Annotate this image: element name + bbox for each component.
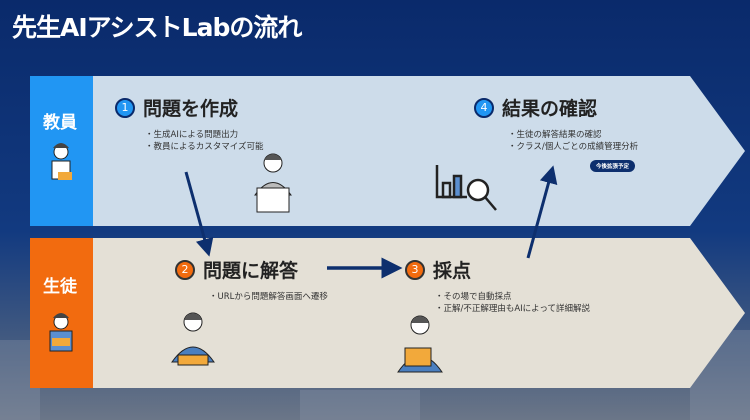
step-bullet: ・URLから問題解答画面へ遷移 xyxy=(209,292,328,302)
student-row-label: 生徒 xyxy=(43,277,77,297)
arrow-1-to-2 xyxy=(184,171,214,257)
teacher-laptop-icon xyxy=(254,153,292,213)
chart-magnifier-icon xyxy=(435,165,497,211)
step-title: 問題に解答 xyxy=(203,260,299,282)
step-title: 問題を作成 xyxy=(143,98,239,120)
step-3: 3 採点 ・その場で自動採点・正解/不正解理由もAIによって詳細解説 xyxy=(405,256,590,315)
step-bullet: ・生徒の解答結果の確認 xyxy=(508,130,602,140)
arrow-3-to-4 xyxy=(526,165,558,259)
page-title: 先生AIアシストLabの流れ xyxy=(12,13,302,42)
teacher-band xyxy=(30,76,745,226)
student-tablet-icon-2 xyxy=(397,315,443,373)
step-2: 2 問題に解答 ・URLから問題解答画面へ遷移 xyxy=(175,256,328,303)
step-bullet: ・その場で自動採点 xyxy=(435,292,512,302)
step-bullet: ・生成AIによる問題出力 xyxy=(145,130,239,140)
future-expansion-badge: 今後拡張予定 xyxy=(590,160,636,172)
teacher-row-label: 教員 xyxy=(43,113,77,133)
step-title: 結果の確認 xyxy=(502,98,598,120)
student-band xyxy=(30,238,745,388)
step-4: 4 結果の確認 ・生徒の解答結果の確認・クラス/個人ごとの成績管理分析 xyxy=(474,94,638,153)
step-number-badge: 1 xyxy=(115,97,135,118)
step-title: 採点 xyxy=(433,260,472,282)
step-bullet: ・正解/不正解理由もAIによって詳細解説 xyxy=(435,304,591,314)
student-figure-icon xyxy=(49,313,73,352)
step-number-badge: 3 xyxy=(405,259,425,280)
student-label-box xyxy=(30,238,93,388)
step-number-badge: 4 xyxy=(474,97,494,118)
student-tablet-icon-1 xyxy=(171,312,215,366)
step-bullet: ・教員によるカスタマイズ可能 xyxy=(145,142,264,152)
step-bullet: ・クラス/個人ごとの成績管理分析 xyxy=(508,142,639,152)
step-1: 1 問題を作成 ・生成AIによる問題出力・教員によるカスタマイズ可能 xyxy=(115,94,264,153)
step-number-badge: 2 xyxy=(175,259,195,280)
teacher-figure-icon xyxy=(51,143,72,180)
